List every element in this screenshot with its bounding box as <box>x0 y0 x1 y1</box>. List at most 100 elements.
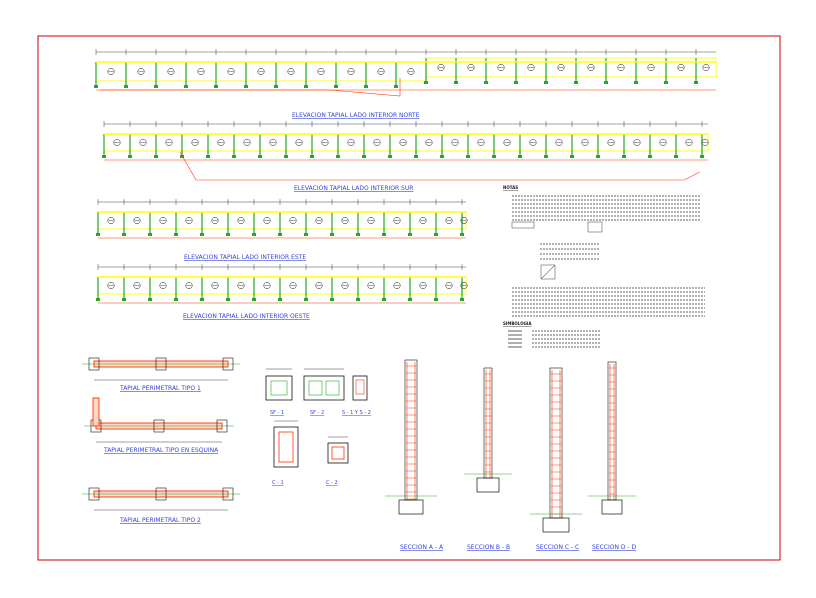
footing-marker <box>258 155 262 158</box>
footing-marker <box>408 298 412 301</box>
vent-ornament <box>527 64 535 71</box>
elevation-east <box>96 199 468 239</box>
footing-marker <box>174 298 178 301</box>
column-plan <box>222 357 234 371</box>
footing-marker <box>330 233 334 236</box>
footing-marker <box>122 298 126 301</box>
vent-ornament <box>557 64 565 71</box>
vent-ornament <box>587 64 595 71</box>
footing-marker <box>214 85 218 88</box>
vent-ornament <box>581 139 589 146</box>
vent-ornament <box>321 139 329 146</box>
vent-ornament <box>367 217 375 224</box>
section-b-b <box>464 367 512 493</box>
vent-ornament <box>460 282 468 289</box>
section-label-d-d: SECCION D - D <box>592 544 636 551</box>
footing-label-sf2: SF - 2 <box>310 410 324 416</box>
vent-ornament <box>185 282 193 289</box>
footing-marker <box>356 298 360 301</box>
footing-marker <box>278 233 282 236</box>
footing-marker <box>274 85 278 88</box>
footing-marker <box>200 298 204 301</box>
vent-ornament <box>211 282 219 289</box>
footing-marker <box>252 298 256 301</box>
column-label-c2: C - 2 <box>326 480 338 486</box>
footing-marker <box>304 85 308 88</box>
plan-tipo-1 <box>82 357 240 381</box>
vent-ornament <box>227 68 235 75</box>
vent-ornament <box>269 139 277 146</box>
footing-marker <box>128 155 132 158</box>
section-label-b-b: SECCION B - B <box>467 544 510 551</box>
footing-marker <box>226 298 230 301</box>
footing-marker <box>388 155 392 158</box>
vent-ornament <box>445 217 453 224</box>
elevation-title-north: ELEVACION TAPIAL LADO INTERIOR NORTE <box>292 112 420 119</box>
vent-ornament <box>701 139 709 146</box>
vent-ornament <box>197 68 205 75</box>
footing-marker <box>356 233 360 236</box>
vent-ornament <box>377 68 385 75</box>
footing-marker <box>382 298 386 301</box>
vent-ornament <box>133 217 141 224</box>
notes-heading: NOTAS <box>503 185 518 190</box>
elevation-north <box>94 49 717 97</box>
vent-ornament <box>445 282 453 289</box>
footing-marker <box>544 155 548 158</box>
vent-ornament <box>159 282 167 289</box>
vent-ornament <box>289 282 297 289</box>
plan-tipo-2 <box>82 487 240 511</box>
vent-ornament <box>217 139 225 146</box>
section-c-c <box>530 367 582 533</box>
vent-ornament <box>425 139 433 146</box>
vent-ornament <box>347 68 355 75</box>
ground-profile <box>100 78 401 97</box>
footing-marker <box>622 155 626 158</box>
elevation-south <box>102 121 709 181</box>
footing-marker <box>102 155 106 158</box>
vent-ornament <box>399 139 407 146</box>
vent-ornament <box>607 139 615 146</box>
vent-ornament <box>243 139 251 146</box>
footing-label-sf1: SF - 1 <box>270 410 284 416</box>
elevation-title-east: ELEVACION TAPIAL LADO INTERIOR ESTE <box>184 254 306 261</box>
vent-ornament <box>317 68 325 75</box>
footing-marker <box>232 155 236 158</box>
vent-ornament <box>289 217 297 224</box>
footing-marker <box>334 85 338 88</box>
footing-section <box>398 499 424 515</box>
vent-ornament <box>133 282 141 289</box>
footing-marker <box>674 155 678 158</box>
vent-ornament <box>529 139 537 146</box>
vent-ornament <box>617 64 625 71</box>
footing-marker <box>466 155 470 158</box>
footing-marker <box>304 298 308 301</box>
footing-marker <box>570 155 574 158</box>
vent-ornament <box>315 217 323 224</box>
footing-marker <box>440 155 444 158</box>
elevation-title-west: ELEVACION TAPIAL LADO INTERIOR OESTE <box>183 313 310 320</box>
footing-marker <box>122 233 126 236</box>
vent-ornament <box>159 217 167 224</box>
vent-ornament <box>263 282 271 289</box>
footing-section <box>476 477 500 493</box>
vent-ornament <box>257 68 265 75</box>
vent-ornament <box>367 282 375 289</box>
footing-marker <box>94 85 98 88</box>
footing-marker <box>394 85 398 88</box>
column-plan <box>155 357 167 371</box>
footing-marker <box>362 155 366 158</box>
vent-ornament <box>659 139 667 146</box>
footing-marker <box>180 155 184 158</box>
footing-marker <box>454 81 458 84</box>
footing-marker <box>434 233 438 236</box>
vent-ornament <box>185 217 193 224</box>
footing-marker <box>154 155 158 158</box>
footing-marker <box>492 155 496 158</box>
vent-ornament <box>263 217 271 224</box>
footing-marker <box>154 85 158 88</box>
vent-ornament <box>107 68 115 75</box>
elevation-west <box>96 264 468 304</box>
vent-ornament <box>107 282 115 289</box>
